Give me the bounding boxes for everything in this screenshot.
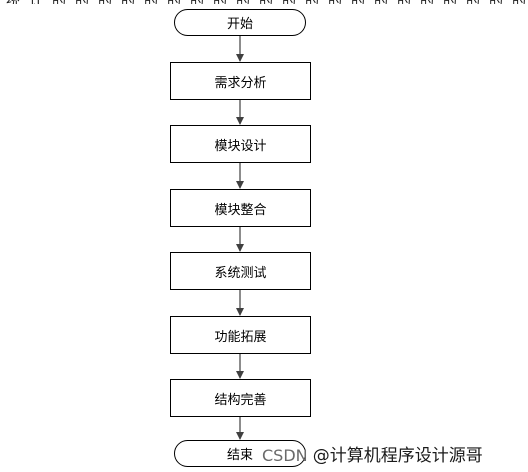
flow-node-requirements: 需求分析 bbox=[170, 62, 311, 100]
flow-node-start: 开始 bbox=[174, 9, 306, 36]
watermark-brand: CSDN bbox=[262, 446, 308, 465]
watermark-handle: @计算机程序设计源哥 bbox=[312, 446, 483, 466]
flow-node-label: 模块整合 bbox=[214, 202, 267, 218]
flow-node-end: 结束 bbox=[174, 440, 306, 467]
flow-node-label: 功能拓展 bbox=[214, 329, 267, 345]
csdn-watermark: CSDN @计算机程序设计源哥 bbox=[262, 441, 483, 466]
flow-node-system-test: 系统测试 bbox=[170, 252, 311, 290]
flow-node-structure-refinement: 结构完善 bbox=[170, 379, 311, 417]
flow-node-module-design: 模块设计 bbox=[170, 125, 311, 163]
flow-node-label: 结束 bbox=[226, 448, 253, 463]
flow-node-label: 系统测试 bbox=[214, 265, 267, 281]
flow-node-module-integration: 模块整合 bbox=[170, 189, 311, 227]
cropped-text-strip: 统计的的的的的的的的的的的的的的的的的的的的的的的的的的 bbox=[0, 0, 528, 4]
flow-node-label: 需求分析 bbox=[214, 75, 267, 91]
flow-node-label: 开始 bbox=[226, 17, 253, 32]
flow-node-label: 结构完善 bbox=[214, 392, 267, 408]
flow-node-feature-extension: 功能拓展 bbox=[170, 316, 311, 354]
flow-node-label: 模块设计 bbox=[214, 138, 267, 154]
